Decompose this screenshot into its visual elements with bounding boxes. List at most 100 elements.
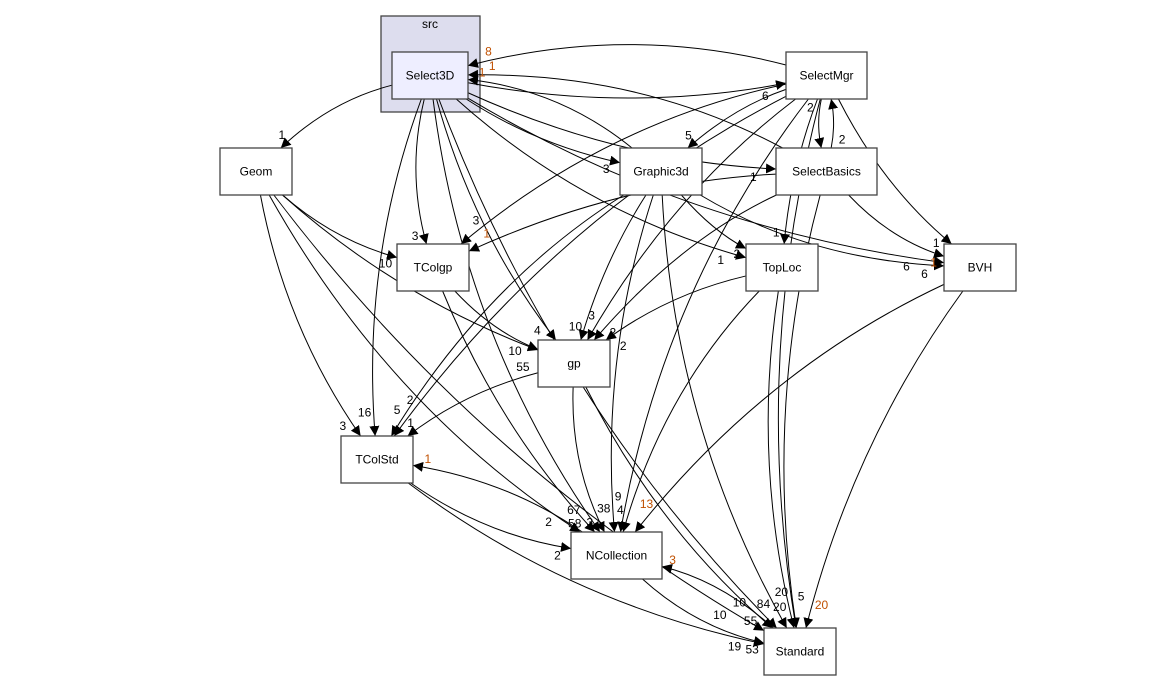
- edge-label[interactable]: 1: [479, 65, 486, 79]
- node-label: NCollection: [586, 549, 647, 563]
- edge-label[interactable]: 58: [568, 516, 582, 530]
- edge-label[interactable]: 8: [485, 45, 492, 59]
- edge-label[interactable]: 3: [339, 419, 346, 433]
- node-select3d[interactable]: Select3D: [391, 51, 469, 100]
- edge-selectmgr-to-bvh: [837, 98, 952, 245]
- edge-label[interactable]: 6: [762, 89, 769, 103]
- edge-label[interactable]: 2: [807, 100, 814, 114]
- edge-selectbasics-to-gp: [593, 194, 777, 341]
- edge-label[interactable]: 1: [279, 128, 286, 142]
- node-label: BVH: [968, 261, 993, 275]
- edge-label[interactable]: 38: [597, 501, 611, 515]
- edge-label[interactable]: 4: [617, 503, 624, 517]
- edge-label[interactable]: 5: [798, 589, 805, 603]
- edge-label[interactable]: 2: [554, 548, 561, 562]
- edge-bvh-to-ncollection: [634, 283, 945, 533]
- edge-selectmgr-to-tcolgp: [460, 83, 787, 245]
- edge-label[interactable]: 55: [516, 360, 530, 374]
- edge-label[interactable]: 13: [640, 497, 654, 511]
- node-label: Graphic3d: [633, 165, 688, 179]
- node-label: Standard: [776, 645, 825, 659]
- edge-label[interactable]: 20: [815, 598, 829, 612]
- node-bvh[interactable]: BVH: [943, 243, 1017, 292]
- edges: [259, 44, 964, 647]
- edge-select3d-to-ncollection: [432, 98, 601, 533]
- edge-label[interactable]: 20: [775, 585, 789, 599]
- edge-label[interactable]: 10: [379, 257, 393, 271]
- edge-label[interactable]: 3: [473, 213, 480, 227]
- edge-label[interactable]: 3: [669, 553, 676, 567]
- edge-label[interactable]: 2: [839, 133, 846, 147]
- node-graphic3d[interactable]: Graphic3d: [619, 147, 703, 196]
- node-label: TColgp: [414, 261, 453, 275]
- edge-label[interactable]: 1: [930, 255, 937, 269]
- edge-graphic3d-to-tcolstd: [390, 194, 624, 437]
- edge-label[interactable]: 1: [717, 253, 724, 267]
- edge-tcolgp-to-ncollection: [442, 290, 596, 533]
- edge-select3d-to-toploc: [455, 98, 747, 260]
- edge-selectmgr-to-gp: [586, 98, 796, 341]
- edge-label[interactable]: 5: [685, 129, 692, 143]
- edge-label[interactable]: 55: [744, 614, 758, 628]
- edge-label[interactable]: 6: [903, 259, 910, 273]
- edge-label[interactable]: 10: [508, 344, 522, 358]
- edge-label[interactable]: 6: [921, 267, 928, 281]
- node-label: SelectMgr: [799, 69, 853, 83]
- edge-selectmgr-to-selectbasics: [814, 98, 825, 149]
- edge-label[interactable]: 1: [407, 416, 414, 430]
- edge-label[interactable]: 1: [425, 452, 432, 466]
- edge-select3d-to-gp: [436, 98, 557, 341]
- edge-selectmgr-to-ncollection: [617, 98, 809, 533]
- edge-label[interactable]: 10: [713, 608, 727, 622]
- edge-label[interactable]: 10: [569, 320, 583, 334]
- edge-label[interactable]: 3: [412, 229, 419, 243]
- node-gp[interactable]: gp: [537, 339, 611, 388]
- edge-selectbasics-to-selectmgr: [828, 98, 839, 149]
- node-selectbasics[interactable]: SelectBasics: [775, 147, 878, 196]
- edge-toploc-to-standard: [767, 290, 797, 629]
- edge-graphic3d-to-ncollection: [608, 194, 654, 533]
- edge-label[interactable]: 9: [615, 490, 622, 504]
- edge-label[interactable]: 2: [734, 247, 741, 261]
- edge-label[interactable]: 3: [603, 162, 610, 176]
- edge-label[interactable]: 1: [773, 226, 780, 240]
- edge-selectmgr-to-select3d: [467, 44, 787, 68]
- node-standard[interactable]: Standard: [763, 627, 837, 676]
- node-toploc[interactable]: TopLoc: [745, 243, 819, 292]
- edge-label[interactable]: 2: [407, 393, 414, 407]
- node-tcolstd[interactable]: TColStd: [340, 435, 414, 484]
- edge-label[interactable]: 3: [588, 308, 595, 322]
- edge-label[interactable]: 2: [545, 515, 552, 529]
- edge-label[interactable]: 1: [489, 59, 496, 73]
- edge-label[interactable]: 1: [933, 236, 940, 250]
- node-ncollection[interactable]: NCollection: [570, 531, 663, 580]
- edge-selectbasics-to-select3d: [467, 69, 783, 149]
- edge-label[interactable]: 19: [728, 640, 742, 654]
- edge-label[interactable]: 2: [620, 339, 627, 353]
- edge-label[interactable]: 3: [586, 515, 593, 529]
- edge-selectbasics-to-tcolgp: [468, 173, 777, 252]
- edge-selectbasics-to-bvh: [848, 194, 945, 259]
- node-label: TopLoc: [763, 261, 802, 275]
- edge-label[interactable]: 20: [773, 600, 787, 614]
- edge-graphic3d-to-select3d: [467, 75, 633, 149]
- edge-toploc-to-gp: [605, 275, 747, 341]
- node-tcolgp[interactable]: TColgp: [396, 243, 470, 292]
- edge-select3d-to-geom: [280, 84, 393, 149]
- edge-label[interactable]: 5: [394, 403, 401, 417]
- edge-label[interactable]: 53: [745, 643, 759, 657]
- edge-label[interactable]: 16: [358, 405, 372, 419]
- edge-label[interactable]: 2: [610, 326, 617, 340]
- edge-select3d-to-tcolgp: [415, 98, 429, 245]
- edge-select3d-to-selectbasics: [467, 92, 777, 174]
- edge-label[interactable]: 67: [567, 503, 581, 517]
- edge-label[interactable]: 4: [534, 323, 541, 337]
- edge-label[interactable]: 1: [750, 170, 757, 184]
- node-label: Geom: [240, 165, 273, 179]
- node-geom[interactable]: Geom: [219, 147, 293, 196]
- edge-label[interactable]: 10: [733, 595, 747, 609]
- edge-label[interactable]: 84: [757, 597, 771, 611]
- node-selectmgr[interactable]: SelectMgr: [785, 51, 868, 100]
- edge-label[interactable]: 1: [483, 227, 490, 241]
